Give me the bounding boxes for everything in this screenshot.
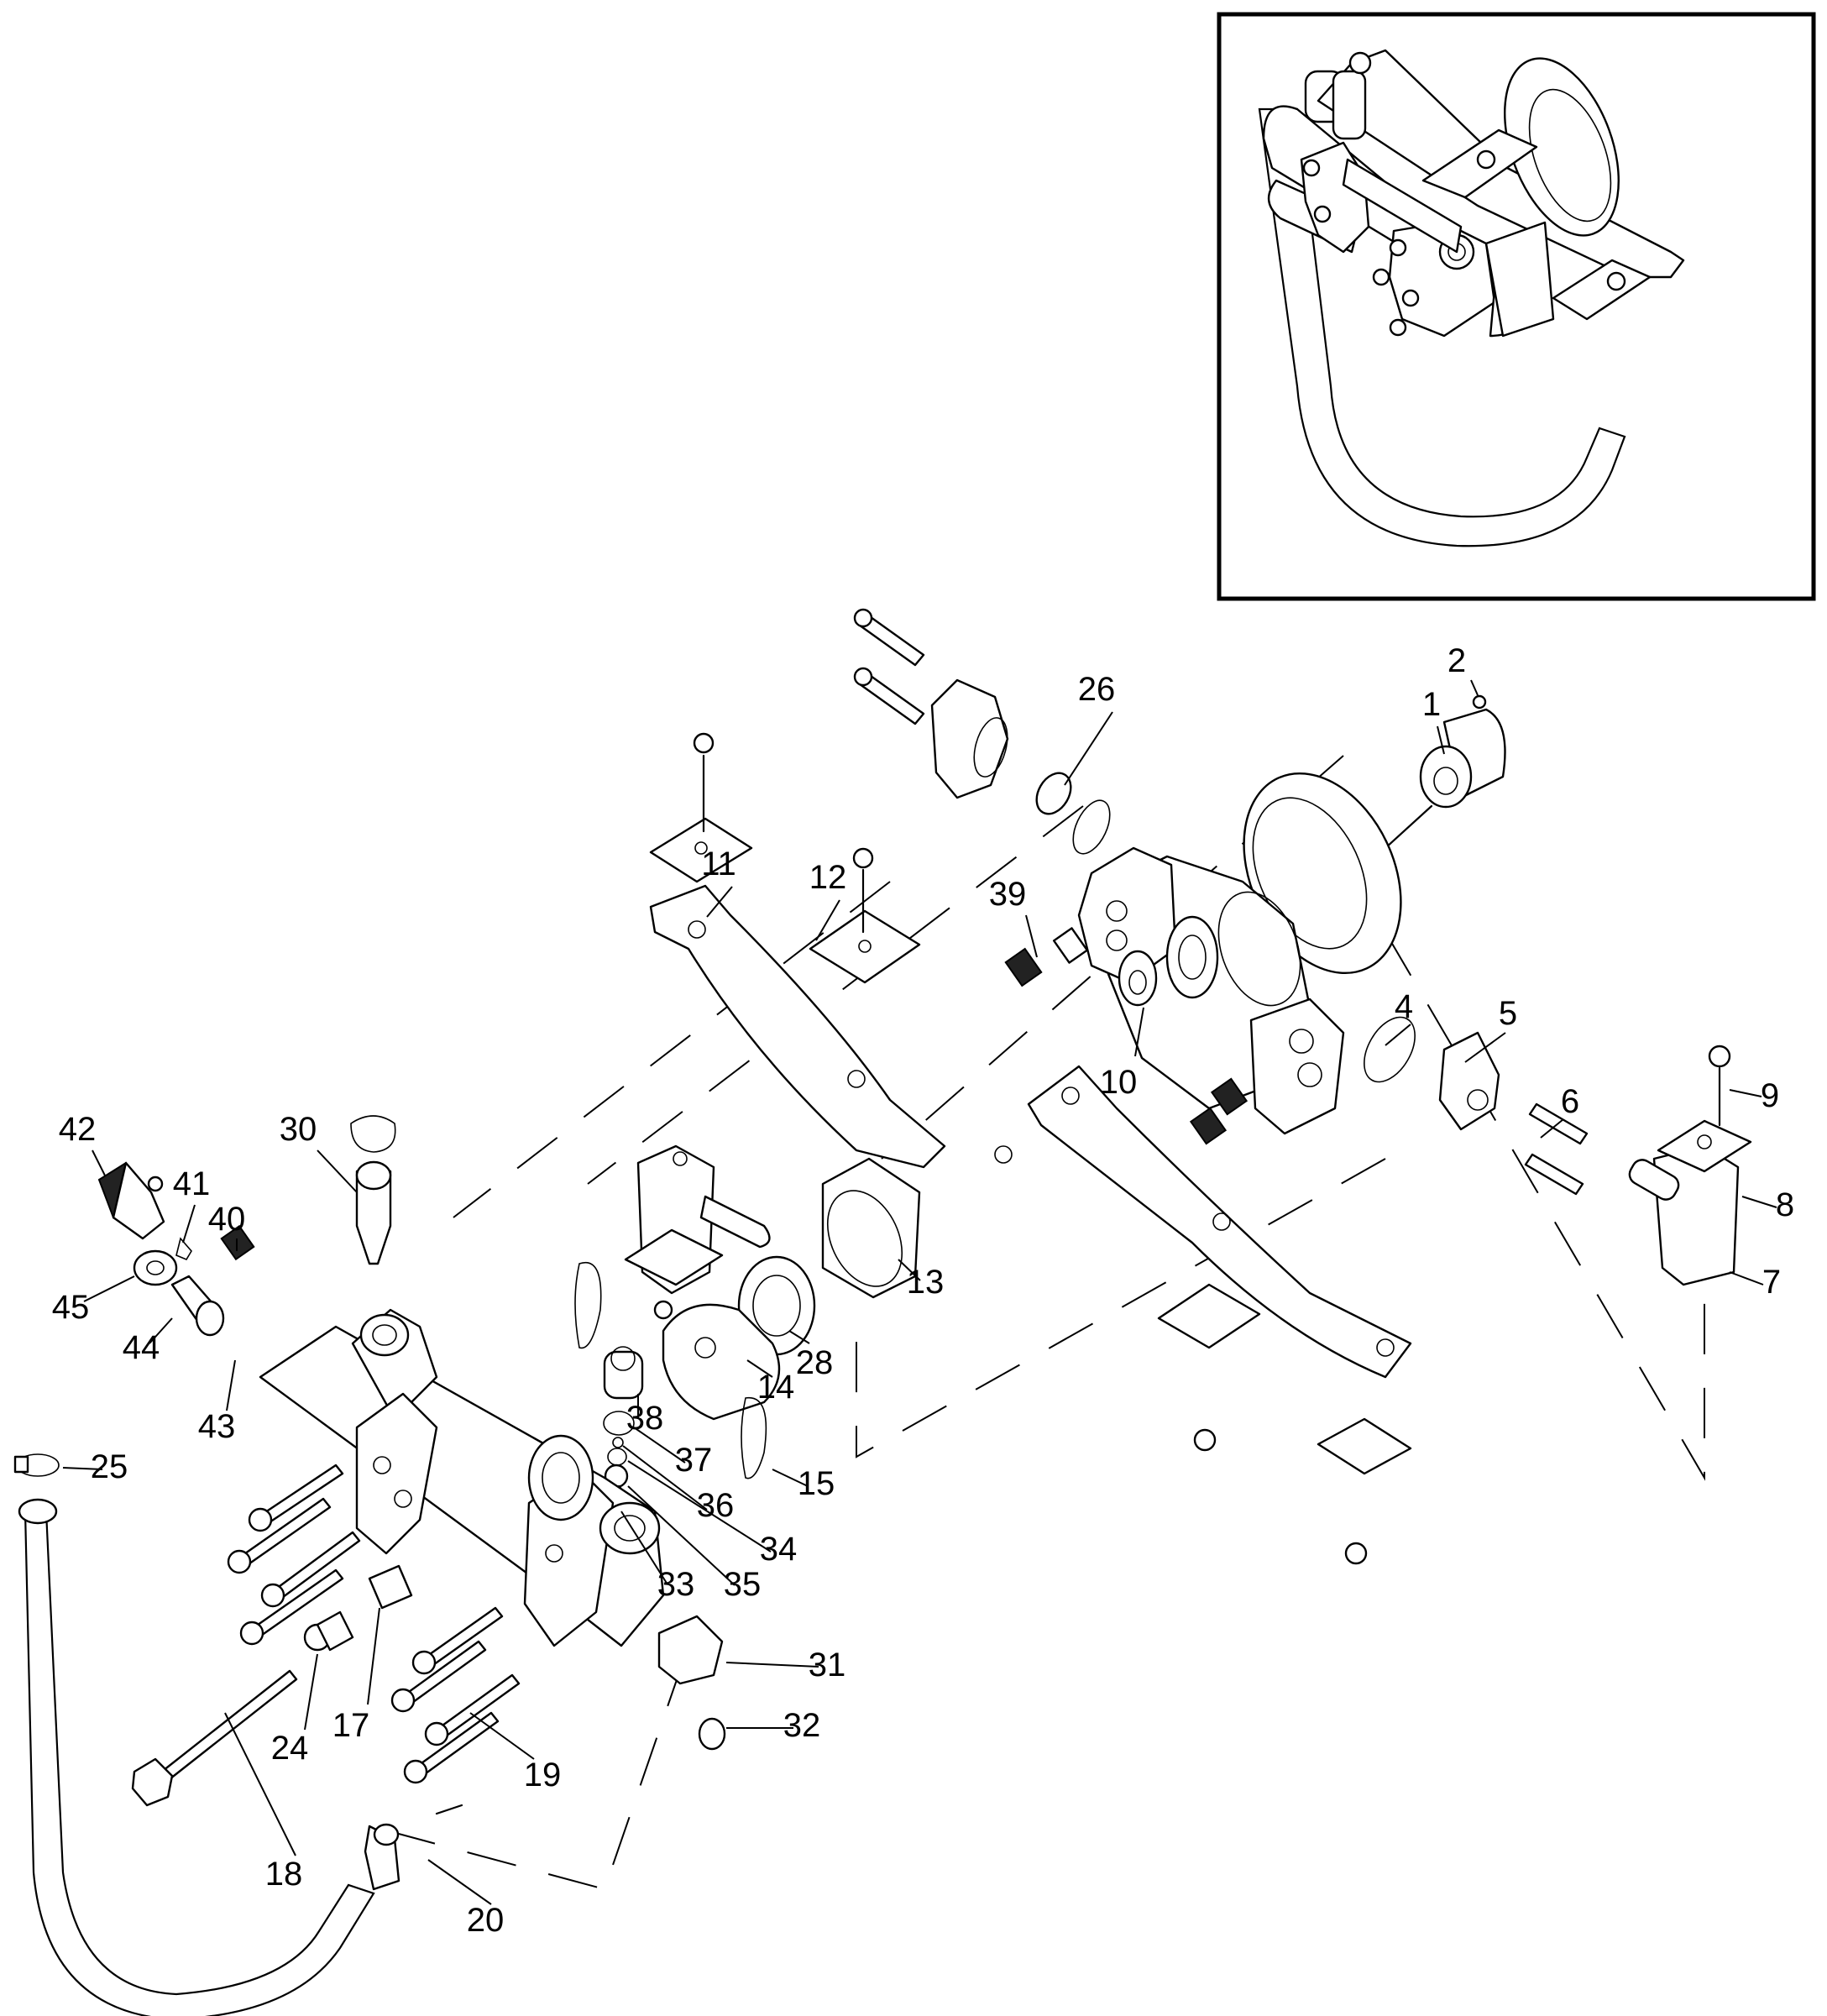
callout-label-4: 4 — [1395, 988, 1413, 1025]
inset-view — [1217, 12, 1816, 601]
leader-line-1 — [1437, 725, 1445, 755]
callout-label-32: 32 — [783, 1707, 821, 1744]
callout-label-2: 2 — [1447, 642, 1466, 679]
callout-label-37: 37 — [675, 1442, 713, 1479]
leader-line-43 — [226, 1359, 236, 1411]
leader-line-7 — [1729, 1271, 1764, 1286]
callout-label-40: 40 — [208, 1201, 246, 1238]
callout-label-28: 28 — [796, 1344, 834, 1381]
leader-line-9 — [1729, 1089, 1762, 1097]
leader-line-17 — [367, 1607, 380, 1705]
leader-line-12 — [815, 899, 840, 941]
callout-label-30: 30 — [280, 1111, 317, 1148]
exploded-parts — [13, 608, 1752, 2016]
leader-line-6 — [1540, 1118, 1564, 1139]
leader-line-24 — [304, 1653, 318, 1731]
callout-label-5: 5 — [1499, 995, 1517, 1032]
leader-line-37 — [633, 1427, 686, 1464]
leader-line-39 — [1025, 914, 1038, 958]
callout-label-8: 8 — [1776, 1186, 1794, 1223]
callout-label-1: 1 — [1422, 686, 1441, 723]
callout-label-45: 45 — [52, 1289, 90, 1326]
callout-label-13: 13 — [907, 1264, 945, 1301]
pin-pair-top — [853, 608, 925, 725]
callout-leader-lines — [62, 679, 1777, 1905]
callout-label-20: 20 — [467, 1902, 505, 1939]
callout-label-24: 24 — [271, 1730, 309, 1767]
bolts-left — [227, 1464, 361, 1646]
callout-label-12: 12 — [809, 859, 847, 896]
leader-line-8 — [1741, 1196, 1777, 1208]
callout-label-6: 6 — [1561, 1083, 1579, 1120]
callout-label-38: 38 — [626, 1400, 664, 1437]
callout-label-44: 44 — [123, 1329, 160, 1366]
callout-label-14: 14 — [757, 1369, 795, 1406]
leader-line-13 — [898, 1259, 921, 1281]
callout-label-17: 17 — [332, 1707, 370, 1744]
callout-label-7: 7 — [1762, 1264, 1781, 1301]
leader-line-25 — [62, 1467, 103, 1470]
leader-line-15 — [772, 1469, 809, 1487]
callout-label-43: 43 — [198, 1408, 236, 1445]
leader-line-33 — [620, 1511, 668, 1585]
callout-label-34: 34 — [760, 1531, 798, 1568]
leader-line-44 — [149, 1317, 173, 1344]
bolts-center — [390, 1606, 521, 1784]
callout-label-39: 39 — [989, 876, 1027, 913]
leader-line-11 — [706, 886, 733, 918]
leader-line-31 — [725, 1662, 819, 1668]
leader-line-4 — [1385, 1024, 1411, 1046]
leader-line-42 — [92, 1149, 106, 1176]
leader-line-19 — [469, 1712, 535, 1760]
callout-label-25: 25 — [91, 1448, 128, 1485]
leader-line-28 — [788, 1330, 810, 1344]
callout-label-41: 41 — [173, 1165, 211, 1202]
callout-label-15: 15 — [798, 1465, 835, 1502]
leader-line-30 — [317, 1149, 358, 1193]
callout-label-9: 9 — [1761, 1077, 1779, 1114]
callout-label-31: 31 — [809, 1647, 846, 1683]
callout-label-18: 18 — [265, 1856, 303, 1893]
callout-label-10: 10 — [1100, 1064, 1138, 1101]
callout-label-35: 35 — [724, 1566, 762, 1603]
leader-line-26 — [1064, 711, 1113, 786]
assembly-axis-lines — [385, 755, 1705, 1891]
leader-line-2 — [1470, 679, 1479, 696]
leader-line-5 — [1464, 1032, 1506, 1063]
leader-line-14 — [746, 1359, 773, 1378]
leader-line-41 — [182, 1204, 196, 1244]
callout-label-42: 42 — [59, 1111, 97, 1148]
leader-line-18 — [224, 1712, 296, 1856]
leader-line-35 — [627, 1485, 736, 1586]
inset-assembly-drawing — [1258, 49, 1685, 547]
callout-label-11: 11 — [701, 846, 736, 882]
leader-line-36 — [622, 1445, 708, 1511]
leader-line-20 — [427, 1859, 492, 1905]
leader-line-45 — [83, 1275, 135, 1302]
leader-line-10 — [1134, 1007, 1144, 1057]
callout-label-19: 19 — [524, 1757, 562, 1793]
callout-label-33: 33 — [657, 1566, 695, 1603]
callout-label-36: 36 — [697, 1487, 735, 1524]
callout-label-26: 26 — [1078, 671, 1116, 708]
leader-line-34 — [627, 1460, 772, 1553]
